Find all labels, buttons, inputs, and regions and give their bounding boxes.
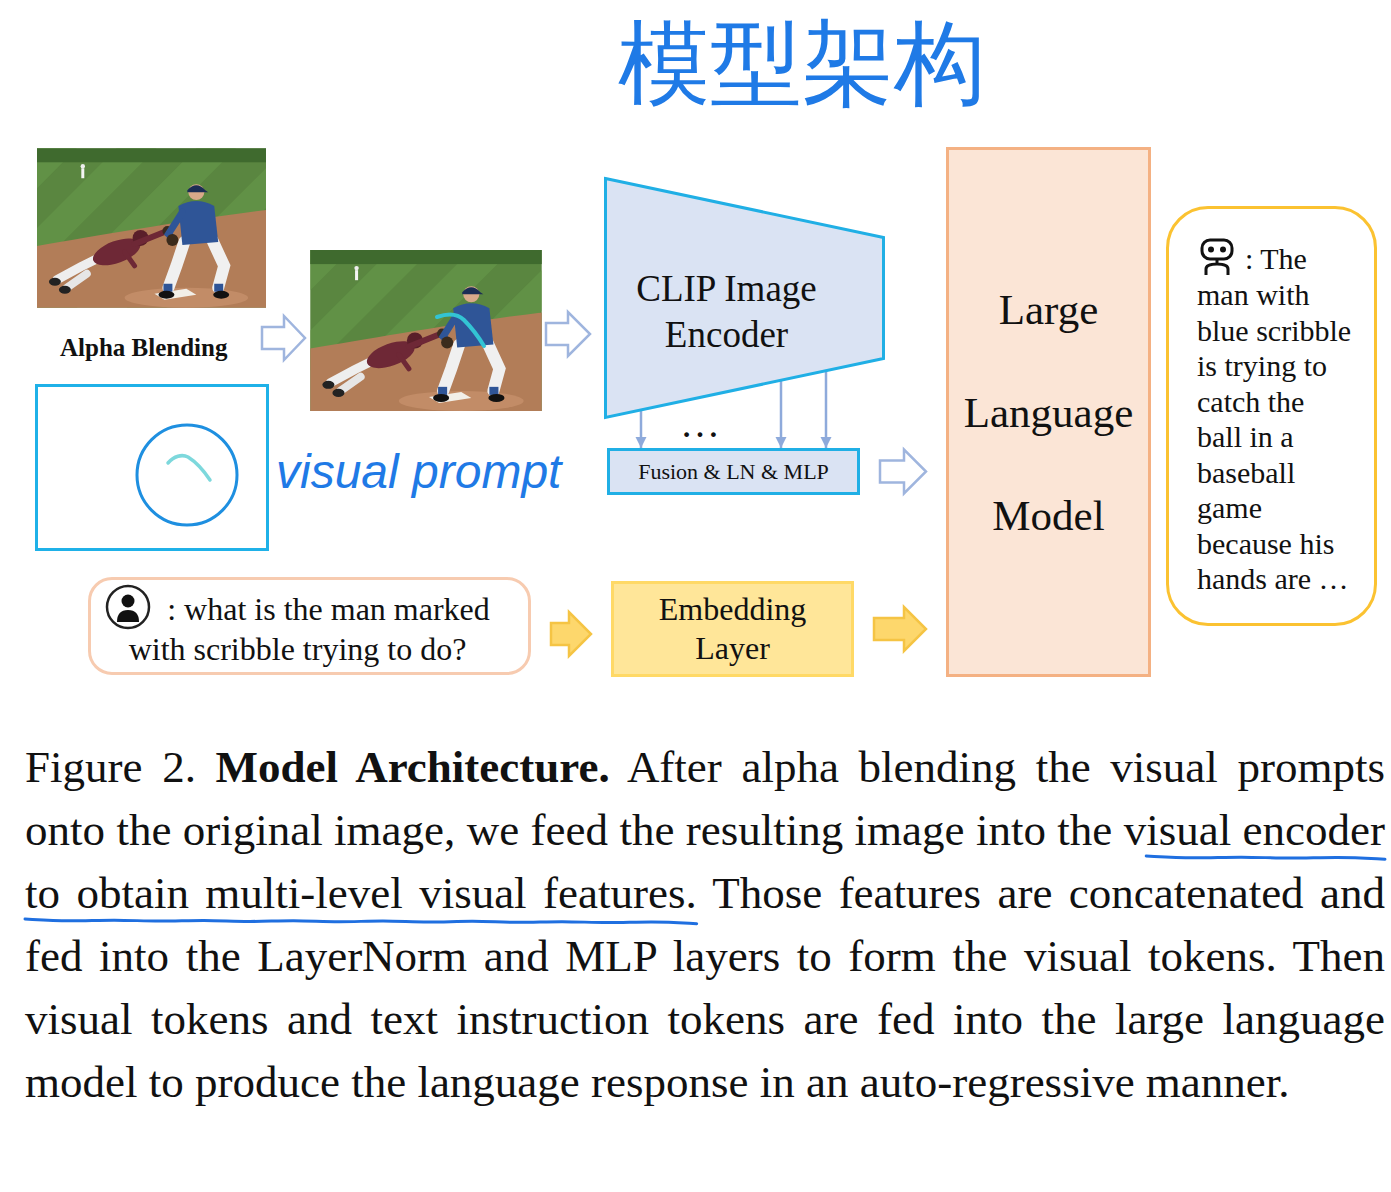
user-icon	[105, 584, 151, 630]
question-bubble: : what is the man marked with scribble t…	[88, 577, 531, 675]
block-arrow	[874, 607, 926, 651]
prompt-scribble	[168, 456, 210, 480]
node-content: CLIP Image Encoder	[612, 266, 842, 358]
caption-part: Figure 2.	[25, 742, 196, 792]
caption-part: After alpha blending the visual prompts …	[25, 742, 1385, 1107]
node-content: Large Language Model	[954, 258, 1144, 567]
caption-part: Model Architecture.	[196, 742, 610, 792]
block-arrow	[551, 612, 591, 656]
node-label: Large Language Model	[964, 286, 1134, 539]
blended-photo	[310, 250, 541, 411]
fusion-box: Fusion & LN & MLP	[607, 448, 860, 495]
ellipsis-mark: …	[680, 404, 720, 444]
encoder-trapezoid: CLIP Image Encoder	[604, 177, 885, 419]
node-label: : The man with blue scribble is trying t…	[1197, 242, 1351, 595]
underline-stroke	[25, 919, 697, 924]
scribble-overlay	[437, 315, 484, 346]
node-content: : The man with blue scribble is trying t…	[1197, 237, 1356, 597]
node-content: Embedding Layer	[633, 590, 833, 668]
response-bubble: : The man with blue scribble is trying t…	[1166, 206, 1377, 626]
underline-stroke	[1146, 856, 1385, 859]
embedding-box: Embedding Layer	[611, 581, 854, 677]
hollow-arrow	[546, 312, 590, 356]
node-label: Fusion & LN & MLP	[638, 459, 829, 484]
feature-arrow	[640, 411, 643, 448]
node-content: Fusion & LN & MLP	[638, 459, 829, 485]
original-photo	[37, 148, 266, 307]
visual-prompt-canvas	[37, 386, 268, 550]
node-label: : what is the man marked with scribble t…	[129, 591, 490, 667]
node-label: CLIP Image Encoder	[636, 268, 817, 355]
figure-caption: Figure 2. Model Architecture. After alph…	[25, 736, 1385, 1114]
node-content: : what is the man marked with scribble t…	[100, 584, 495, 669]
block-arrow	[880, 450, 926, 494]
handwritten-title: 模型架构	[618, 6, 986, 121]
feature-arrow	[825, 371, 828, 448]
feature-arrow	[780, 381, 783, 448]
hollow-arrow	[262, 316, 305, 360]
trapezoid-shape	[606, 179, 884, 418]
prompt-circle	[137, 425, 237, 525]
llm-box: Large Language Model	[946, 147, 1151, 677]
node-label: Embedding Layer	[659, 591, 807, 666]
alpha-blending-label: Alpha Blending	[60, 334, 227, 363]
handwritten-annotation: visual prompt	[276, 444, 561, 499]
robot-icon	[1197, 237, 1237, 277]
